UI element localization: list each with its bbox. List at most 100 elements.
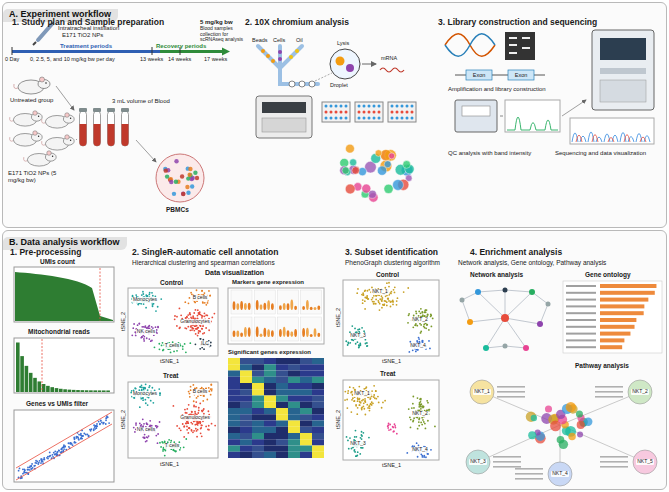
blood-tubes (56, 86, 156, 162)
plot-mark (228, 408, 240, 414)
plot-mark (271, 330, 274, 337)
plot-mark (105, 419, 107, 421)
plot-mark (143, 303, 145, 305)
plot-mark (595, 396, 623, 398)
plot-mark (428, 329, 430, 331)
plot-mark (418, 311, 420, 313)
plot-mark (191, 429, 193, 431)
plot-mark (143, 437, 145, 439)
plot-mark (430, 314, 432, 316)
plot-mark (199, 330, 201, 332)
plot-mark (264, 402, 276, 408)
plot-mark (244, 303, 247, 310)
plot-mark (169, 180, 173, 184)
plot-mark (54, 450, 56, 452)
plot-mark (228, 396, 240, 402)
plot-mark (347, 390, 349, 392)
plot-mark (204, 315, 206, 317)
plot-mark (276, 377, 288, 383)
sequencer-part (576, 135, 646, 143)
plot-mark (240, 427, 252, 433)
plot-mark (210, 384, 212, 386)
plot-mark (351, 448, 353, 450)
plot-mark (288, 402, 300, 408)
plot-mark (526, 411, 536, 421)
axis-label: tSNE_1 (382, 358, 401, 364)
annotation: Amplification and library construction (448, 86, 546, 93)
plot-mark (363, 105, 366, 108)
plot-mark (191, 411, 193, 413)
plot-mark (189, 393, 191, 395)
plot-mark (410, 426, 412, 428)
plot-mark (389, 424, 391, 426)
plot-mark (144, 388, 146, 390)
plot-title: Treat (380, 370, 396, 377)
plot-mark (27, 469, 29, 471)
plot-mark (300, 421, 312, 427)
plot-mark (184, 327, 186, 329)
plot-mark (68, 446, 70, 448)
plot-mark (276, 452, 288, 458)
plot-mark (420, 401, 422, 403)
plot-mark (353, 400, 355, 402)
plot-mark (363, 408, 365, 410)
plot-mark (196, 328, 198, 330)
plot-mark (358, 117, 361, 120)
plot-mark (228, 389, 240, 395)
plot-mark (199, 403, 201, 405)
plot-mark (300, 402, 312, 408)
plot-mark (197, 395, 199, 397)
plot-mark (406, 105, 409, 108)
plot-mark (390, 291, 392, 293)
plot-mark (412, 403, 414, 405)
plot-mark (176, 316, 178, 318)
plot-mark (260, 334, 263, 337)
plot-mark (55, 388, 59, 392)
plot-mark (187, 173, 191, 177)
plot-mark (149, 424, 151, 426)
plot-mark (155, 310, 157, 312)
plot-mark (154, 346, 156, 348)
plot-mark (186, 429, 188, 431)
plot-mark (96, 425, 98, 427)
plot-mark (191, 411, 193, 413)
plot-mark (300, 358, 312, 364)
plot-mark (483, 345, 489, 351)
plot-mark (600, 298, 648, 302)
plot-mark (345, 340, 347, 342)
plot-mark (354, 400, 356, 402)
dna-helix-part (445, 34, 495, 57)
plot-mark (95, 426, 97, 428)
plot-mark (36, 460, 38, 462)
plot-mark (180, 174, 184, 178)
axis-label: tSNE_1 (160, 461, 179, 467)
plot-mark (240, 396, 252, 402)
plot-mark (228, 377, 240, 383)
plot-mark (80, 437, 82, 439)
plot-mark (310, 334, 313, 337)
plot-mark (267, 300, 270, 310)
axis-label: tSNE_2 (120, 312, 126, 331)
plot-mark (231, 317, 252, 341)
plot-mark (76, 436, 78, 438)
time-label: 17 weeks (204, 56, 227, 62)
plot-mark (301, 290, 322, 314)
plot-title: Control (160, 279, 183, 286)
plot-mark (76, 436, 78, 438)
plot-mark (568, 433, 575, 440)
plot-mark (159, 394, 161, 396)
plot-mark (192, 328, 194, 330)
cluster-label: NK cells (136, 427, 156, 433)
plot-mark (189, 313, 191, 315)
plot-mark (201, 424, 203, 426)
chromium-controller-part (388, 102, 416, 122)
plot-mark (288, 452, 300, 458)
plot-mark (493, 466, 521, 468)
plot-mark (312, 408, 324, 414)
plot-mark (422, 419, 424, 421)
plot-mark (152, 402, 154, 404)
plot-mark (396, 433, 398, 435)
plot-mark (365, 343, 367, 345)
plot-mark (202, 325, 204, 327)
plot-mark (191, 327, 193, 329)
